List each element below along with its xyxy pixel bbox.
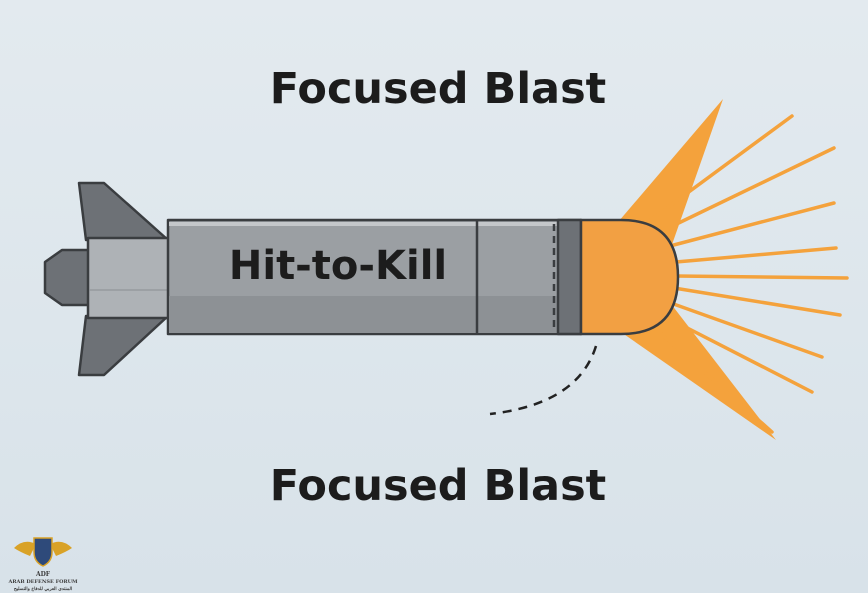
missile-aft-section bbox=[86, 236, 174, 320]
blast-rays bbox=[646, 114, 849, 434]
blast-ray bbox=[674, 246, 838, 264]
blast-ray bbox=[658, 146, 836, 234]
blast-ray bbox=[666, 300, 824, 359]
blast-ray bbox=[646, 114, 794, 224]
missile-warhead bbox=[579, 218, 680, 336]
blast-wedge-lower bbox=[618, 300, 776, 440]
missile-body-lower-shade bbox=[169, 296, 580, 333]
heading-bottom: Focused Blast bbox=[270, 461, 606, 511]
logo-wing-right-icon bbox=[50, 541, 72, 556]
logo-title: ARAB DEFENSE FORUM bbox=[7, 579, 78, 585]
blast-ray bbox=[674, 274, 849, 280]
blast-wedge-upper bbox=[613, 99, 723, 256]
missile-fin-bottom bbox=[77, 314, 170, 377]
blast-ray bbox=[668, 201, 836, 248]
missile-label: Hit-to-Kill bbox=[229, 243, 447, 289]
blast-cone bbox=[613, 99, 776, 440]
blast-ray bbox=[658, 312, 814, 394]
watermark-logo: ADF ARAB DEFENSE FORUM المنتدى العربي لل… bbox=[7, 537, 78, 592]
logo-mark: ADF bbox=[35, 571, 51, 578]
missile-guidance-band bbox=[556, 218, 583, 336]
trajectory-dashed-curve bbox=[489, 345, 598, 416]
blast-ray bbox=[648, 322, 774, 434]
heading-top: Focused Blast bbox=[270, 64, 606, 114]
missile-fin-top bbox=[77, 181, 170, 242]
blast-ray bbox=[672, 286, 842, 317]
logo-subtitle: المنتدى العربي للدفاع والتسليح bbox=[14, 586, 73, 592]
logo-shield-icon bbox=[33, 537, 53, 567]
missile bbox=[43, 181, 680, 377]
logo-wing-left-icon bbox=[14, 541, 36, 556]
